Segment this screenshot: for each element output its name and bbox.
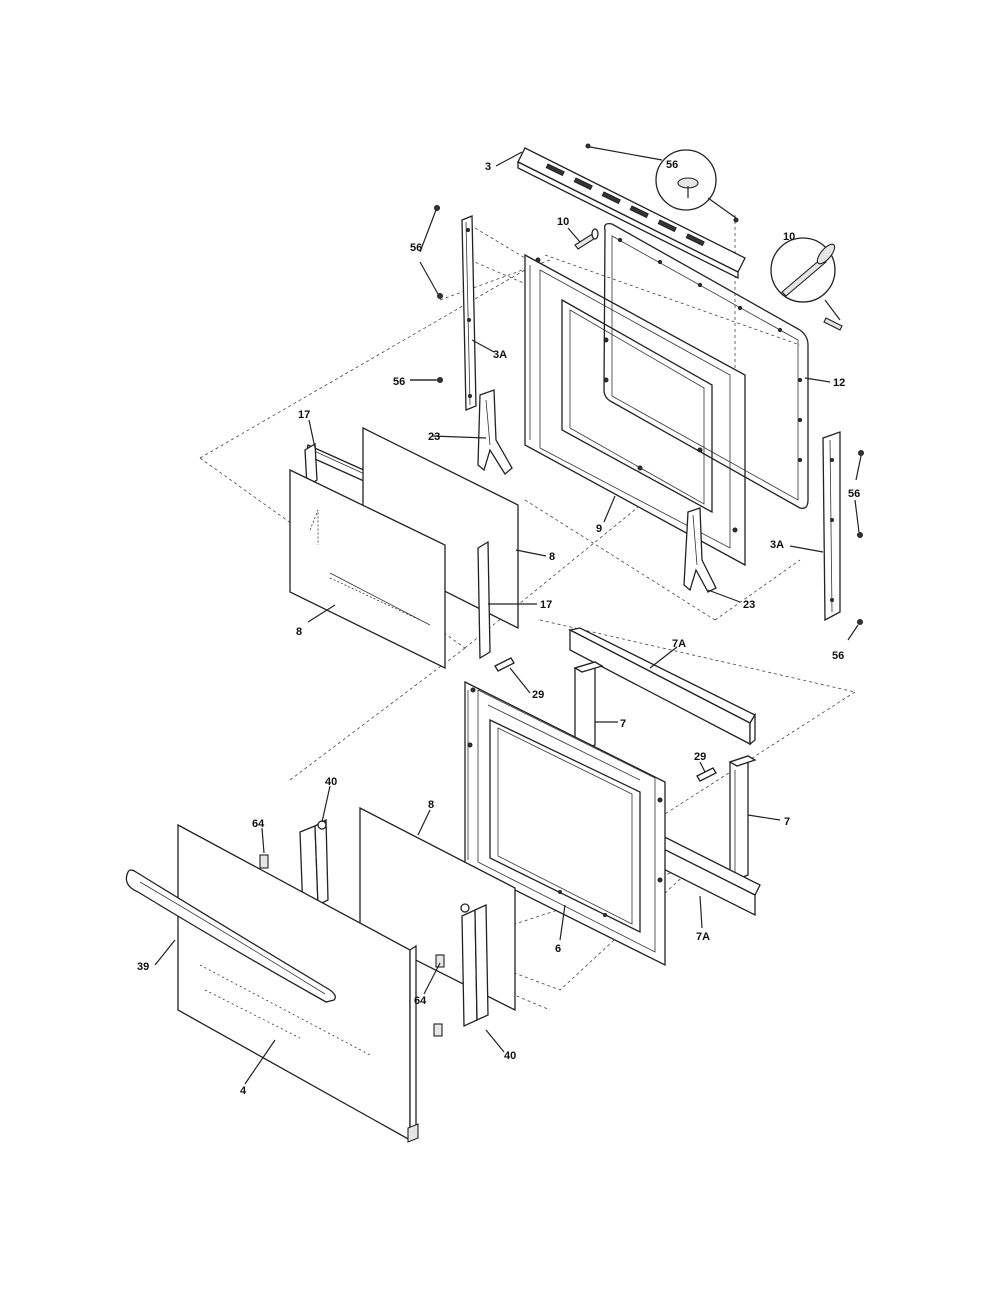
label-56-a: 56 — [410, 242, 422, 254]
pin-29-left — [494, 657, 515, 672]
label-64-bottom: 64 — [414, 995, 427, 1007]
bolt-10 — [574, 228, 599, 250]
label-9: 9 — [596, 523, 602, 535]
screws-56-right — [847, 450, 864, 641]
clip-64-upper — [259, 854, 269, 869]
label-39: 39 — [137, 961, 149, 973]
clip-64-lower-b — [433, 1023, 443, 1037]
label-3a-left: 3A — [493, 349, 507, 361]
insulation-7a-top — [568, 627, 756, 746]
label-64-top: 64 — [252, 818, 265, 830]
hinge-bracket-left-3a — [461, 215, 477, 411]
label-29-right: 29 — [694, 751, 706, 763]
glass-spacer-17-side — [304, 442, 491, 660]
label-7-right: 7 — [784, 816, 790, 828]
hinge-23-lower — [683, 507, 717, 593]
pin-29-right — [696, 767, 717, 782]
door-frame-6 — [464, 680, 666, 967]
label-7a-bottom: 7A — [696, 931, 710, 943]
door-gasket-12 — [603, 222, 809, 509]
label-17-top: 17 — [298, 409, 310, 421]
top-vent-trim — [517, 147, 746, 280]
label-7a-top: 7A — [672, 638, 686, 650]
door-handle-39 — [125, 869, 336, 1003]
label-56-d: 56 — [832, 650, 844, 662]
label-8-left: 8 — [296, 626, 302, 638]
label-7-upper: 7 — [620, 718, 626, 730]
label-3: 3 — [485, 161, 491, 173]
door-channel-40-lower — [460, 903, 489, 1028]
inner-door-liner-9 — [524, 253, 746, 567]
bolt-callout-10 — [770, 237, 843, 331]
hinge-bracket-right-3a — [822, 431, 841, 622]
clip-64-lower-a — [435, 954, 445, 968]
label-56-b: 56 — [393, 376, 405, 388]
outer-glass-8-left — [289, 468, 446, 670]
label-29-left: 29 — [532, 689, 544, 701]
label-10-top: 10 — [557, 216, 569, 228]
label-8-lower: 8 — [428, 799, 434, 811]
label-40-bottom: 40 — [504, 1050, 516, 1062]
screws-56-left — [410, 205, 443, 383]
label-17-lower: 17 — [540, 599, 552, 611]
leader-lines — [154, 151, 831, 1085]
label-4: 4 — [240, 1085, 247, 1097]
screw-callout-56 — [585, 143, 739, 223]
label-3a-right: 3A — [770, 539, 784, 551]
label-8-upper: 8 — [549, 551, 555, 563]
insulation-7-upper — [573, 661, 604, 753]
label-56-c: 56 — [848, 488, 860, 500]
hinge-23-upper — [477, 389, 513, 475]
insulation-7-right — [728, 755, 757, 883]
part-labels: 3 56 10 10 56 3A 56 12 17 23 9 56 3A 8 2… — [137, 159, 860, 1097]
label-23-top: 23 — [428, 431, 440, 443]
label-10-callout: 10 — [783, 231, 795, 243]
label-12: 12 — [833, 377, 845, 389]
label-23-bottom: 23 — [743, 599, 755, 611]
label-40-top: 40 — [325, 776, 337, 788]
label-6: 6 — [555, 943, 561, 955]
label-56-callout: 56 — [666, 159, 678, 171]
